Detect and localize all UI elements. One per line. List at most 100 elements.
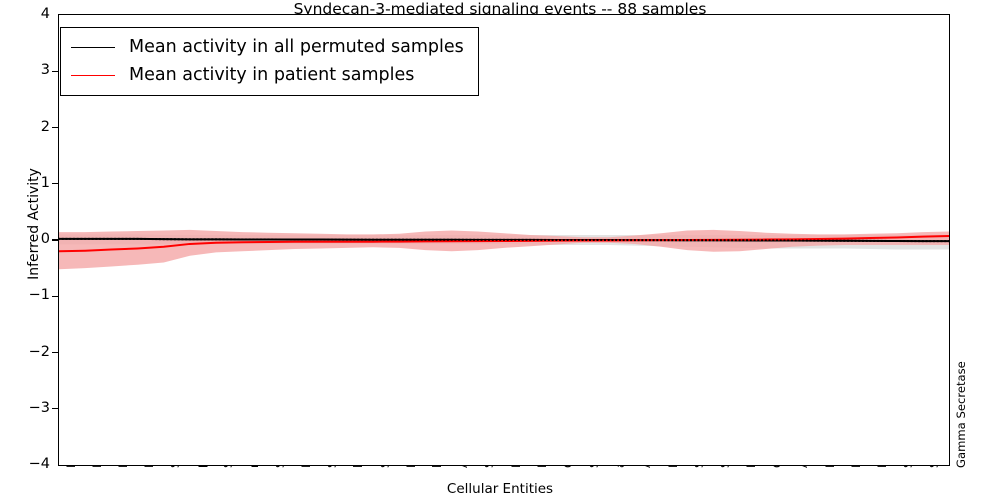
data-point-marker <box>880 239 883 242</box>
x-tick-label: Gamma Secretase <box>953 361 968 468</box>
data-point-marker <box>416 238 419 241</box>
data-point-marker <box>600 239 603 241</box>
data-point-marker <box>368 238 371 241</box>
legend-item-patient: Mean activity in patient samples <box>71 61 464 89</box>
y-tick-mark <box>52 183 58 185</box>
data-point-marker <box>241 238 244 241</box>
data-point-marker <box>185 238 188 241</box>
data-point-marker <box>409 238 412 241</box>
data-point-marker <box>626 239 629 242</box>
data-point-marker <box>140 237 143 240</box>
data-point-marker <box>72 237 75 240</box>
data-point-marker <box>469 238 472 241</box>
data-point-marker <box>383 238 386 241</box>
data-point-marker <box>899 240 902 243</box>
data-point-marker <box>372 238 375 241</box>
data-point-marker <box>192 238 195 241</box>
data-point-marker <box>671 239 674 242</box>
data-point-marker <box>910 240 913 243</box>
data-point-marker <box>787 239 790 242</box>
data-point-marker <box>891 240 894 242</box>
data-point-marker <box>271 238 274 241</box>
data-point-marker <box>865 239 868 242</box>
data-point-marker <box>398 238 401 241</box>
data-point-marker <box>132 237 135 240</box>
data-point-marker <box>764 239 767 242</box>
data-point-marker <box>641 239 644 242</box>
data-point-marker <box>278 238 281 241</box>
data-point-marker <box>869 239 872 242</box>
data-point-marker <box>476 238 479 241</box>
data-point-marker <box>656 239 659 242</box>
data-point-marker <box>652 239 655 242</box>
data-point-marker <box>817 239 820 242</box>
y-tick-label: 3 <box>40 62 50 79</box>
data-point-marker <box>574 239 577 241</box>
data-point-marker <box>233 238 236 241</box>
data-point-marker <box>738 239 741 242</box>
data-point-marker <box>387 238 390 241</box>
data-point-marker <box>390 238 393 241</box>
data-point-marker <box>76 237 79 240</box>
data-point-marker <box>603 239 606 241</box>
data-point-marker <box>682 239 685 242</box>
data-point-marker <box>731 239 734 242</box>
data-point-marker <box>888 239 891 242</box>
data-point-marker <box>615 239 618 242</box>
data-point-marker <box>921 240 924 243</box>
data-point-marker <box>790 239 793 242</box>
data-point-marker <box>884 239 887 242</box>
data-point-marker <box>809 239 812 242</box>
data-point-marker <box>99 237 102 240</box>
y-tick-mark <box>52 126 58 129</box>
data-point-marker <box>843 239 846 242</box>
data-point-marker <box>222 238 225 241</box>
data-point-marker <box>596 239 599 241</box>
data-point-marker <box>828 239 831 242</box>
data-point-marker <box>648 239 651 242</box>
data-point-marker <box>458 238 461 241</box>
data-point-marker <box>297 238 300 241</box>
data-point-marker <box>342 238 345 241</box>
y-tick-label: 1 <box>40 174 50 191</box>
y-tick-label: 2 <box>40 118 50 135</box>
data-point-marker <box>121 237 124 240</box>
data-point-marker <box>835 239 838 242</box>
data-point-marker <box>514 238 517 241</box>
data-point-marker <box>59 237 60 240</box>
data-point-marker <box>461 238 464 241</box>
data-point-marker <box>540 238 543 241</box>
data-point-marker <box>667 239 670 242</box>
data-point-marker <box>592 239 595 241</box>
data-point-marker <box>772 239 775 242</box>
data-point-marker <box>345 238 348 241</box>
data-point-marker <box>349 238 352 241</box>
data-point-marker <box>529 238 532 241</box>
data-point-marker <box>323 238 326 241</box>
data-point-marker <box>678 239 681 242</box>
data-point-marker <box>768 239 771 242</box>
data-point-marker <box>304 238 307 241</box>
data-point-marker <box>443 238 446 241</box>
data-point-marker <box>734 239 737 242</box>
data-point-marker <box>712 239 715 242</box>
data-point-marker <box>473 238 476 241</box>
data-point-marker <box>749 239 752 242</box>
data-point-marker <box>87 237 90 240</box>
data-point-marker <box>633 239 636 242</box>
data-point-marker <box>454 238 457 241</box>
data-point-marker <box>716 239 719 242</box>
data-point-marker <box>499 238 502 241</box>
data-point-marker <box>226 238 229 241</box>
data-point-marker <box>158 238 161 241</box>
data-point-marker <box>259 238 262 241</box>
data-point-marker <box>757 239 760 242</box>
data-point-marker <box>944 240 947 243</box>
data-point-marker <box>80 237 83 240</box>
y-tick-label: −3 <box>28 399 50 416</box>
data-point-marker <box>488 238 491 241</box>
data-point-marker <box>948 240 949 243</box>
confidence-band-patient <box>59 229 949 270</box>
data-point-marker <box>424 238 427 241</box>
